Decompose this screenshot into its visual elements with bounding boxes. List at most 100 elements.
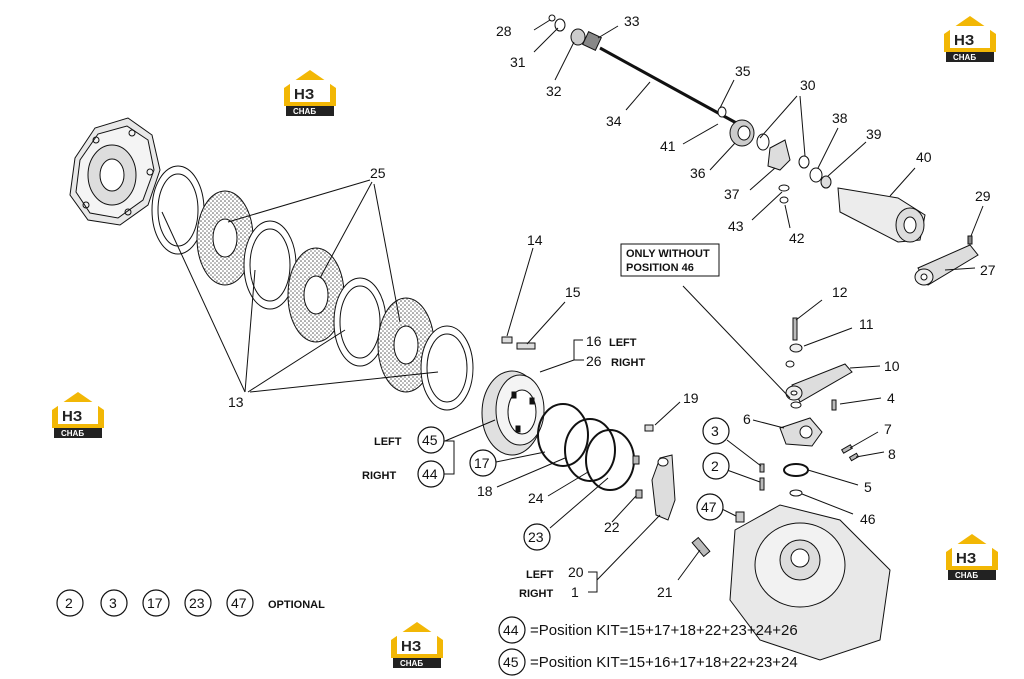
lever-27 — [914, 235, 979, 286]
note-only-without-46: ONLY WITHOUT POSITION 46 — [620, 243, 720, 277]
svg-text:47: 47 — [231, 595, 247, 611]
svg-text:3: 3 — [109, 595, 117, 611]
svg-text:СНАБ: СНАБ — [955, 571, 978, 580]
optional-label: OPTIONAL — [268, 599, 325, 611]
callout-42: 42 — [789, 230, 805, 246]
circled-callouts — [417, 417, 730, 551]
svg-text:RIGHT: RIGHT — [519, 588, 554, 600]
svg-text:СНАБ: СНАБ — [61, 429, 84, 438]
callout-16: 16 — [586, 333, 602, 349]
logo-top-center: НЗ СНАБ — [284, 70, 336, 116]
svg-text:44: 44 — [503, 622, 519, 638]
svg-text:НЗ: НЗ — [62, 408, 82, 425]
callout-29: 29 — [975, 188, 991, 204]
callout-22: 22 — [604, 519, 620, 535]
callout-47: 47 — [701, 499, 717, 515]
callout-40: 40 — [916, 149, 932, 165]
callout-31: 31 — [510, 54, 526, 70]
callout-13: 13 — [228, 394, 244, 410]
svg-text:НЗ: НЗ — [294, 86, 314, 103]
logo-right: НЗ СНАБ — [946, 534, 998, 580]
callout-4: 4 — [887, 390, 895, 406]
brake-housing — [69, 117, 161, 226]
svg-text:СНАБ: СНАБ — [953, 53, 976, 62]
lever-10 — [785, 360, 853, 409]
bolt-12-11 — [789, 317, 803, 353]
svg-text:23: 23 — [189, 595, 205, 611]
callout-8: 8 — [888, 446, 896, 462]
callout-17: 17 — [474, 455, 490, 471]
callout-28: 28 — [496, 23, 512, 39]
bracket-6 — [691, 399, 860, 558]
svg-text:2: 2 — [65, 595, 73, 611]
callout-35: 35 — [735, 63, 751, 79]
callout-2: 2 — [711, 458, 719, 474]
leader-lines-top — [533, 19, 984, 271]
svg-text:45: 45 — [503, 654, 519, 670]
callout-41: 41 — [660, 138, 676, 154]
shaft-assembly — [548, 14, 832, 204]
callout-1: 1 — [571, 584, 579, 600]
logo-top-right: НЗ СНАБ — [944, 16, 996, 62]
svg-text:POSITION 46: POSITION 46 — [626, 262, 694, 274]
logo-bottom: НЗ СНАБ — [391, 622, 443, 668]
kit-45-text: =Position KIT=15+16+17+18+22+23+24 — [530, 654, 798, 671]
kit-legend: 44 =Position KIT=15+17+18+22+23+24+26 45… — [498, 616, 798, 676]
callout-27: 27 — [980, 262, 996, 278]
callout-32: 32 — [546, 83, 562, 99]
callout-6: 6 — [743, 411, 751, 427]
callout-34: 34 — [606, 113, 622, 129]
callout-23: 23 — [528, 529, 544, 545]
callout-25: 25 — [370, 165, 386, 181]
callout-3: 3 — [711, 423, 719, 439]
callout-38: 38 — [832, 110, 848, 126]
svg-text:СНАБ: СНАБ — [400, 659, 423, 668]
o-ring-23 — [585, 429, 635, 491]
callout-30: 30 — [800, 77, 816, 93]
callout-36: 36 — [690, 165, 706, 181]
callout-46: 46 — [860, 511, 876, 527]
actuator-40 — [837, 187, 926, 243]
leader-lines-right — [588, 285, 885, 593]
callout-18: 18 — [477, 483, 493, 499]
callout-21: 21 — [657, 584, 673, 600]
callout-12: 12 — [832, 284, 848, 300]
svg-text:LEFT: LEFT — [609, 337, 637, 349]
kit-44-text: =Position KIT=15+17+18+22+23+24+26 — [530, 622, 798, 639]
callout-26: 26 — [586, 353, 602, 369]
callout-14: 14 — [527, 232, 543, 248]
callout-39: 39 — [866, 126, 882, 142]
piston — [481, 370, 545, 456]
callout-7: 7 — [884, 421, 892, 437]
svg-text:СНАБ: СНАБ — [293, 107, 316, 116]
circled-callout-numbers: 45 44 17 23 3 2 47 — [422, 423, 719, 545]
callout-43: 43 — [728, 218, 744, 234]
svg-text:LEFT: LEFT — [526, 569, 554, 581]
callout-5: 5 — [864, 479, 872, 495]
leader-lines-left — [161, 179, 681, 529]
small-parts-14-15 — [501, 336, 654, 432]
svg-text:17: 17 — [147, 595, 163, 611]
callout-37: 37 — [724, 186, 740, 202]
svg-text:ONLY WITHOUT: ONLY WITHOUT — [626, 248, 710, 260]
logo-left: НЗ СНАБ — [52, 392, 104, 438]
lever-arm-20 — [632, 454, 676, 521]
disc-stack — [151, 165, 474, 411]
o-ring-24 — [564, 418, 616, 482]
optional-legend: 2 3 17 23 47 OPTIONAL — [56, 589, 325, 617]
o-rings — [537, 403, 635, 491]
svg-text:НЗ: НЗ — [954, 32, 974, 49]
callout-11: 11 — [859, 316, 874, 332]
svg-text:RIGHT: RIGHT — [611, 357, 646, 369]
callout-33: 33 — [624, 13, 640, 29]
callout-19: 19 — [683, 390, 699, 406]
svg-text:НЗ: НЗ — [956, 550, 976, 567]
callout-10: 10 — [884, 358, 900, 374]
svg-text:НЗ: НЗ — [401, 638, 421, 655]
callout-numbers: 28 31 32 33 34 35 30 41 36 37 38 39 40 4… — [228, 13, 996, 600]
svg-text:RIGHT: RIGHT — [362, 470, 397, 482]
o-ring-17 — [537, 403, 589, 467]
svg-text:LEFT: LEFT — [374, 436, 402, 448]
